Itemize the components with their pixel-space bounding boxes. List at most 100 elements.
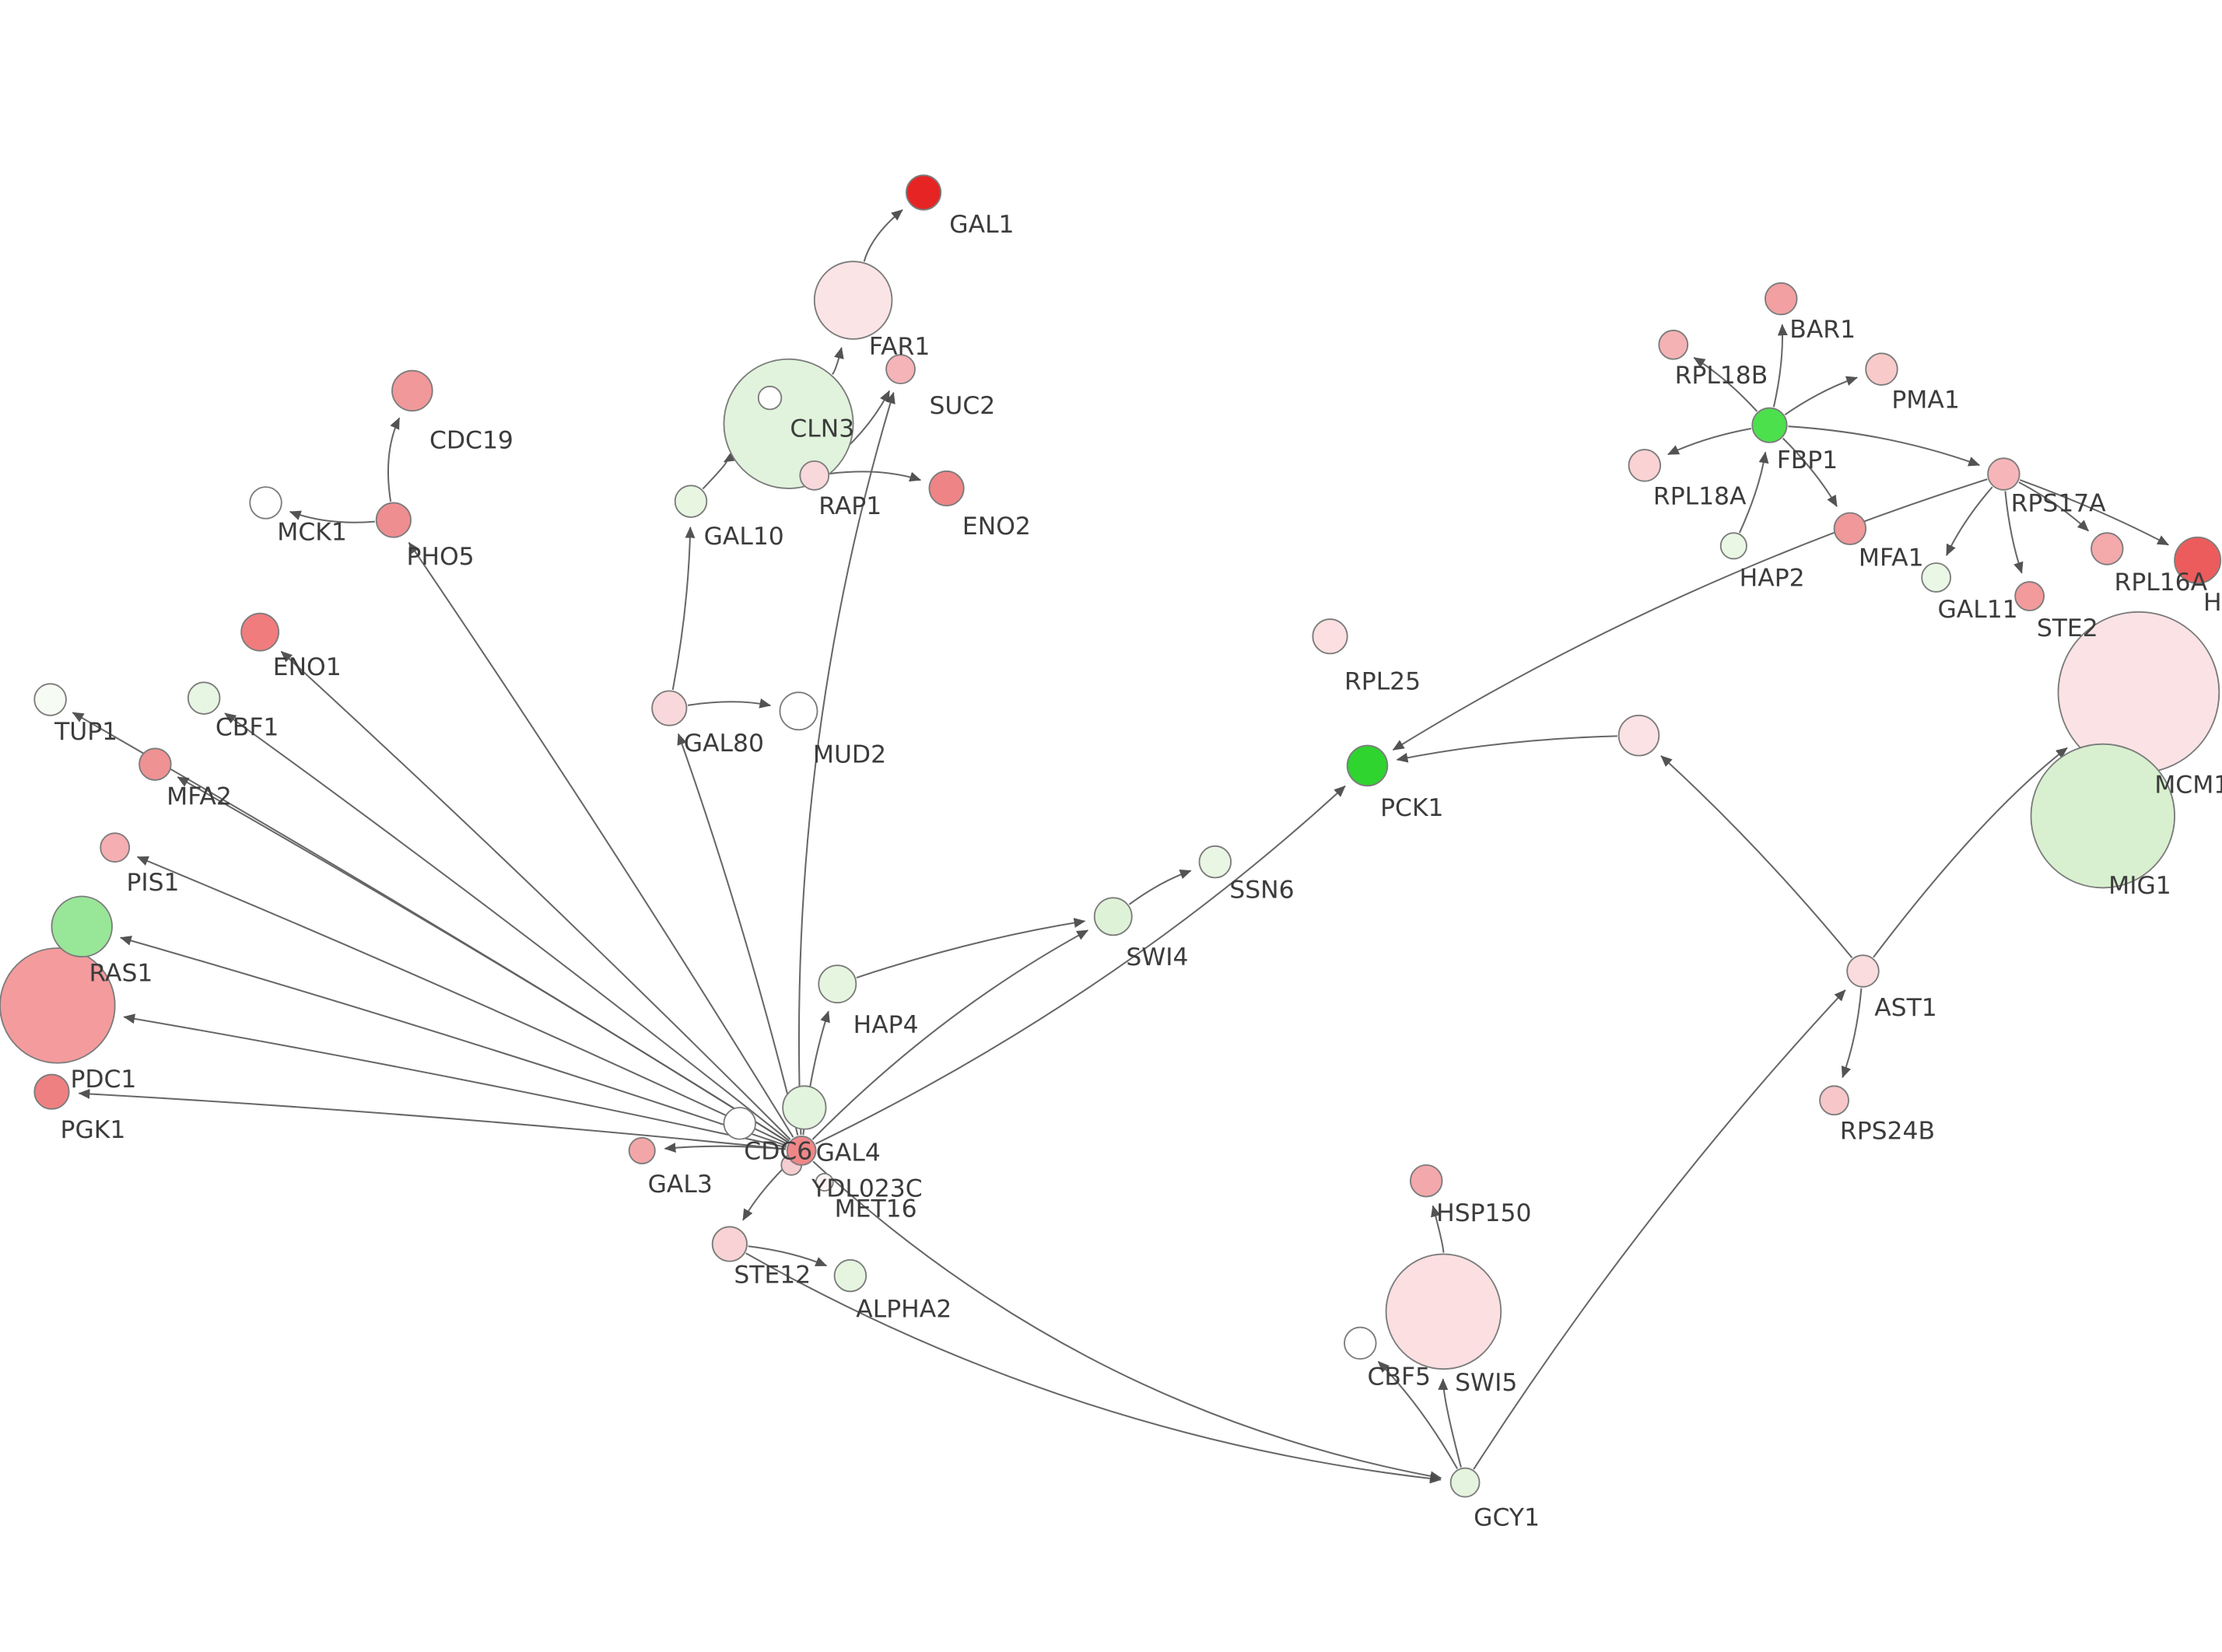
node-ENO2[interactable] [928,470,965,507]
edge-FBP1-RPL18B[interactable] [1693,357,1758,412]
node-CLN3[interactable] [723,358,854,489]
edge-GAL4-SUC2[interactable] [797,391,895,1136]
edge-RPS17A-STE2[interactable] [2004,491,2024,574]
edge-GCY1-SWI5[interactable] [1438,1378,1462,1468]
node-BAR1[interactable] [1765,282,1798,316]
edge-GAL4-CBF1[interactable] [224,712,790,1142]
edge-FBP1-RPS17A[interactable] [1788,425,1981,467]
edge-FBP1-MFA1[interactable] [1782,437,1838,507]
edge-GAL4-PGK1[interactable] [78,1089,787,1150]
node-CBF1[interactable] [187,681,221,715]
edge-SWI5-HSP150[interactable] [1431,1205,1445,1253]
node-PCK1[interactable] [1346,744,1389,787]
node-RPL18B[interactable] [1658,329,1689,360]
edge-GAL80-MUD2[interactable] [687,698,772,709]
node-SWI5[interactable] [1385,1253,1502,1370]
edge-GAL4-PCK1[interactable] [815,785,1346,1145]
edge-STE12-GCY1[interactable] [745,1252,1442,1484]
node-MFA2[interactable] [138,747,172,781]
edge-SWI4-SSN6[interactable] [1128,869,1192,905]
node-TUP1[interactable] [33,683,67,716]
node-MIG1[interactable] [2030,743,2175,889]
node-PHO5[interactable] [375,502,412,538]
edge-CLN3-FAR1[interactable] [832,347,844,375]
node-GAL4[interactable] [786,1136,817,1166]
node-SSN6[interactable] [1198,845,1232,879]
node-AST1[interactable] [1846,954,1880,988]
node-RAP1[interactable] [799,460,830,491]
edge-GAL4-ENO1[interactable] [280,650,791,1140]
node-HAP4[interactable] [818,964,857,1004]
edge-GAL4-SWI4[interactable] [811,929,1089,1140]
node-FBP1[interactable] [1751,407,1788,443]
node-STE2[interactable] [2014,581,2045,611]
edge-GAL4-MFA2[interactable] [177,776,789,1143]
edge-HAP2-FBP1[interactable] [1738,451,1769,534]
edge-GAL4-PIS1[interactable] [136,856,788,1145]
edge-GAL4-PDC1[interactable] [123,1013,787,1148]
node-RPL25[interactable] [1312,618,1348,655]
edge-GCY1-AST1[interactable] [1473,989,1846,1470]
node-MFA1[interactable] [1833,512,1867,545]
node-MCK1[interactable] [249,486,282,520]
node-PGK1[interactable] [33,1073,70,1110]
edge-FBP1-BAR1[interactable] [1772,324,1788,408]
edge-GAL10-CLN3[interactable] [702,452,737,490]
node-RPS24B[interactable] [1819,1085,1849,1116]
node-RAS1[interactable] [51,895,113,957]
node-SUC2[interactable] [885,354,916,385]
edge-FAR1-GAL1[interactable] [863,209,903,262]
edge-FBP1-RPL18A[interactable] [1667,427,1752,456]
edge-RPS17A-PCK1[interactable] [1392,478,1988,751]
node-HAP2[interactable] [1719,532,1747,560]
node-PDC1[interactable] [0,947,116,1064]
edge-GAL4-RAS1[interactable] [120,936,787,1146]
node-HSP150[interactable] [1410,1164,1443,1198]
node-SWI4[interactable] [1093,897,1133,936]
edge-GAL4-GCY1[interactable] [812,1160,1442,1482]
node-GAL3[interactable] [628,1136,656,1164]
node-node1[interactable] [757,385,783,411]
node-ALPHA2[interactable] [833,1258,867,1293]
node-PMA1[interactable] [1865,352,1898,386]
edge-AST1-RPS24B[interactable] [1841,988,1863,1079]
node-RPS17A[interactable] [1987,457,2020,491]
node-ENO1[interactable] [240,612,280,652]
node-node2[interactable] [1617,714,1660,757]
edge-PHO5-MCK1[interactable] [289,510,375,523]
node-MUD2[interactable] [779,691,818,731]
node-GAL1[interactable] [906,174,942,211]
node-RPL16A[interactable] [2091,532,2124,565]
edge-RPS17A-RPL16A[interactable] [2018,481,2090,532]
edge-HAP4-SWI4[interactable] [856,918,1086,979]
node-HIS4[interactable] [2174,536,2222,584]
node-STE12[interactable] [711,1226,748,1262]
edge-FBP1-PMA1[interactable] [1784,376,1858,416]
edge-STE12-ALPHA2[interactable] [748,1245,828,1267]
node-GAL10[interactable] [674,485,708,518]
node-PIS1[interactable] [100,832,131,863]
edge-GAL4-PHO5[interactable] [408,541,794,1138]
node-CBF5[interactable] [1344,1326,1377,1360]
edge-RPS17A-HIS4[interactable] [2019,479,2169,546]
node-node3[interactable] [782,1085,827,1130]
edge-node2-PCK1[interactable] [1396,735,1617,763]
node-CDC6[interactable] [723,1107,757,1140]
edge-GCY1-CBF5[interactable] [1377,1360,1458,1469]
edge-GAL4-TUP1[interactable] [72,712,789,1143]
node-GCY1[interactable] [1449,1467,1481,1498]
edge-PHO5-CDC19[interactable] [387,417,401,502]
edge-RPS17A-GAL11[interactable] [1945,486,1993,556]
node-CDC19[interactable] [391,369,433,412]
edge-GAL80-GAL10[interactable] [671,526,696,691]
edge-GAL4-GAL80[interactable] [677,733,799,1136]
node-MET16[interactable] [815,1173,834,1192]
node-GAL11[interactable] [1921,562,1951,593]
node-GAL80[interactable] [651,690,688,726]
node-RPL18A[interactable] [1628,449,1662,482]
edge-RAP1-ENO2[interactable] [829,471,922,482]
edge-AST1-MCM1[interactable] [1873,747,2068,958]
node-FAR1[interactable] [813,261,893,340]
edge-GAL4-GAL3[interactable] [664,1143,786,1153]
